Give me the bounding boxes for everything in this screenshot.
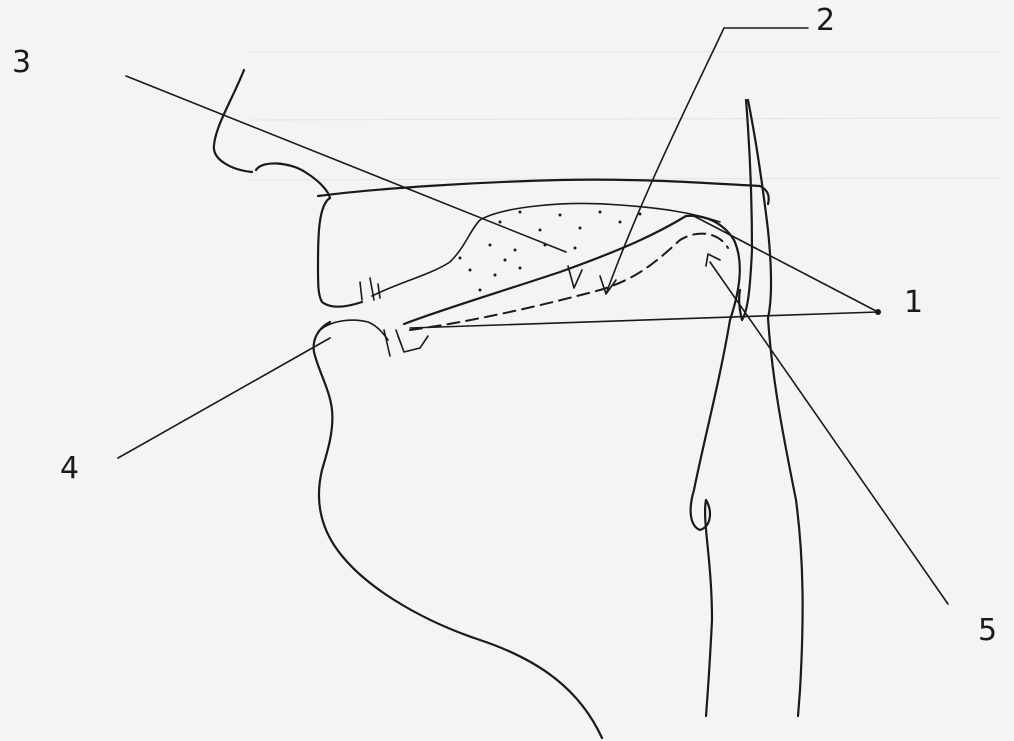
pharynx [739,100,802,716]
leader-1-dot [875,309,881,315]
label-1: 1 [904,285,923,320]
leader-2 [606,28,808,294]
tongue [384,216,740,716]
label-5: 5 [978,613,997,648]
label-4: 4 [60,451,79,486]
leader-3 [126,76,566,252]
leader-1b [410,312,878,328]
label-2: 2 [816,3,835,38]
tongue-surface [404,216,740,716]
lower-teeth [384,330,428,356]
nasal-floor-top [318,180,769,204]
pharynx-posterior-wall [748,100,803,716]
nose-profile [214,70,252,172]
nasal-cavity [318,180,769,300]
upper-lip [318,198,362,307]
leader-1a [690,214,878,312]
label-3: 3 [12,45,31,80]
upper-teeth [360,278,380,300]
head-outline [214,70,602,738]
paper-texture [250,52,1000,180]
velum-dashed [410,234,728,330]
leader-lines [118,28,948,604]
pharynx-front [739,100,752,320]
nostril [256,163,330,198]
leader-4 [118,338,330,458]
lower-lip-chin [314,322,602,738]
